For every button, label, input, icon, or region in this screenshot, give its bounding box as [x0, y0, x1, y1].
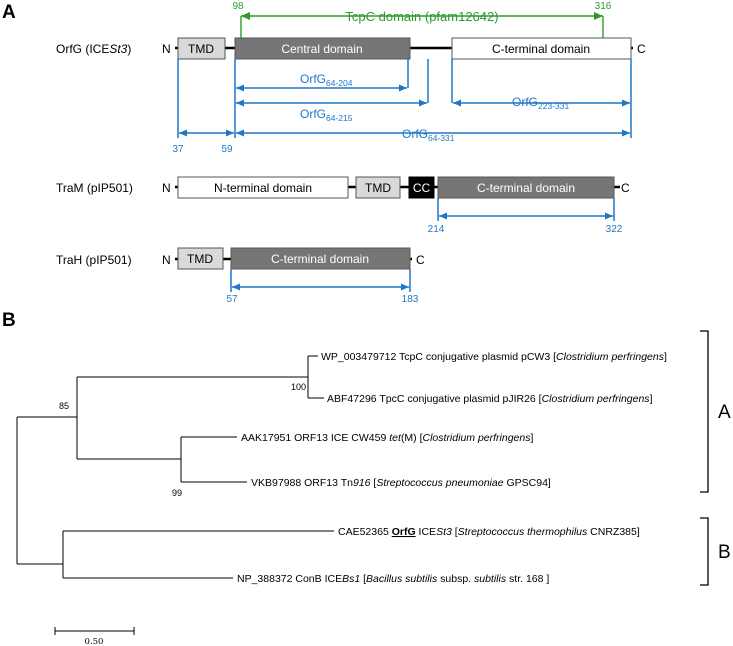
taxon-label: WP_003479712 TcpC conjugative plasmid pC… [321, 351, 667, 363]
bootstrap-99: 99 [172, 488, 182, 498]
arrow [622, 99, 630, 107]
orfg-n-term: N [162, 42, 171, 56]
tram-n-term: N [162, 181, 171, 195]
tram-fragment [437, 198, 615, 221]
bracket-b [700, 517, 709, 586]
orfg-c-term: C [637, 42, 646, 56]
orfg-tmd-label: TMD [188, 42, 214, 56]
frag-223-331-label: OrfG223-331 [512, 95, 569, 111]
trah-cterm-label: C-terminal domain [271, 252, 369, 266]
trah-tmd-domain [177, 247, 224, 270]
arrow [419, 99, 427, 107]
num-214: 214 [428, 224, 445, 235]
num-322: 322 [606, 224, 623, 235]
frag-64-204-label: OrfG64-204 [300, 72, 353, 88]
orfg-cterm-domain [451, 37, 632, 60]
bootstrap-100: 100 [291, 382, 306, 392]
arrow [226, 129, 234, 137]
frag-64-215-label: OrfG64-215 [300, 107, 353, 123]
tcpc-label: TcpC domain (pfam12642) [345, 9, 498, 24]
arrow [622, 129, 630, 137]
arrow [453, 99, 461, 107]
orfg-central-label: Central domain [281, 42, 362, 56]
taxon-label: NP_388372 ConB ICEBs1 [Bacillus subtilis… [237, 573, 549, 585]
clade-brackets [700, 330, 709, 586]
scale-label: 0.50 [85, 637, 104, 646]
bracket-a [700, 330, 709, 493]
orfg-central-domain [234, 37, 411, 60]
frag-64-331-label: OrfG64-331 [402, 127, 455, 143]
orfg-label: OrfG (ICESt3) [56, 42, 131, 56]
arrow [236, 84, 244, 92]
tram-nterm-domain [177, 176, 349, 199]
arrow [232, 283, 240, 291]
orfg-tmd-domain [177, 37, 226, 60]
arrow [399, 84, 407, 92]
arrow [401, 283, 409, 291]
panel-a-label: A [2, 2, 16, 23]
orfg-cterm-label: C-terminal domain [492, 42, 590, 56]
taxon-label: AAK17951 ORF13 ICE CW459 tet(M) [Clostri… [241, 432, 533, 444]
phylogenetic-tree [16, 355, 334, 579]
tram-label: TraM (pIP501) [56, 181, 133, 195]
arrow [605, 212, 613, 220]
tcpc-arrow-right [594, 12, 603, 20]
num-57: 57 [226, 294, 238, 305]
trah-row: TraH (pIP501) N TMD C-terminal domain C … [56, 247, 425, 305]
trah-cterm-domain [230, 247, 411, 270]
trah-fragment [230, 269, 411, 292]
panel-b-label: B [2, 310, 16, 331]
tram-cterm-label: C-terminal domain [477, 181, 575, 195]
num-183: 183 [402, 294, 419, 305]
clade-b-label: B [718, 542, 731, 563]
tram-row: TraM (pIP501) N N-terminal domain TMD CC… [56, 176, 630, 235]
num-37: 37 [172, 144, 184, 155]
tram-cterm-domain [437, 176, 615, 199]
scale-bar [54, 627, 135, 635]
arrow [439, 212, 447, 220]
tram-cc-domain [408, 176, 435, 199]
trah-label: TraH (pIP501) [56, 253, 132, 267]
clade-a-label: A [718, 402, 731, 423]
tram-nterm-label: N-terminal domain [214, 181, 312, 195]
taxon-label: VKB97988 ORF13 Tn916 [Streptococcus pneu… [251, 477, 551, 489]
orfg-row: TcpC domain (pfam12642) 98 316 OrfG (ICE… [56, 1, 646, 155]
trah-c-term: C [416, 253, 425, 267]
bootstrap-85: 85 [59, 401, 69, 411]
tram-tmd-label: TMD [365, 181, 391, 195]
tram-tmd-domain [355, 176, 401, 199]
arrow [236, 99, 244, 107]
arrow [179, 129, 187, 137]
tcpc-annotation: TcpC domain (pfam12642) 98 316 [232, 1, 612, 38]
taxon-label: CAE52365 OrfG ICESt3 [Streptococcus ther… [338, 526, 640, 538]
arrow [236, 129, 244, 137]
tram-c-term: C [621, 181, 630, 195]
orfg-fragment-arrows [179, 84, 630, 137]
taxon-label: ABF47296 TpcC conjugative plasmid pJIR26… [327, 393, 653, 405]
tcpc-start: 98 [232, 1, 244, 12]
num-59: 59 [221, 144, 233, 155]
tcpc-arrow-left [241, 12, 250, 20]
orfg-fragments [177, 59, 632, 138]
trah-n-term: N [162, 253, 171, 267]
tram-cc-label: CC [413, 181, 431, 195]
trah-tmd-label: TMD [187, 252, 213, 266]
tcpc-end: 316 [595, 1, 612, 12]
